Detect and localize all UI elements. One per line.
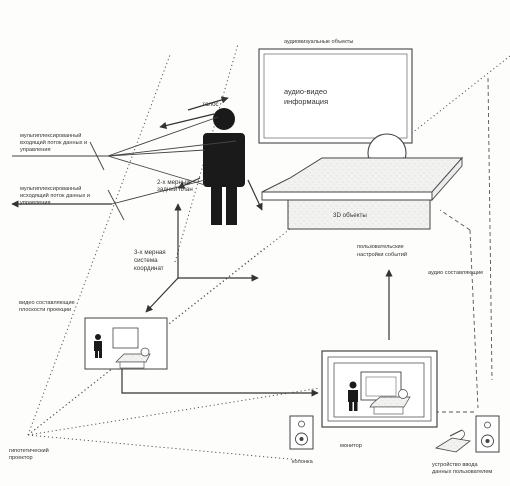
scene-thumbnail-small xyxy=(84,317,168,370)
projector-label-2: проектор xyxy=(9,455,33,461)
background-2d-label-1: 2-х мерный xyxy=(157,179,190,186)
stream-in-label-1: мультиплексированный xyxy=(20,132,81,139)
audio-components-label: аудио составляющие xyxy=(428,270,483,276)
input-device-label-2: данных пользователем xyxy=(432,469,492,475)
coord-system-label-1: 3-х мерная xyxy=(134,249,166,256)
speaker-left xyxy=(289,415,314,450)
projector-label-1: гипотетический xyxy=(9,447,49,454)
stream-out-label-3: управления xyxy=(20,200,51,206)
av-objects-label: аудиовизуальные объекты xyxy=(284,39,353,45)
user-events-label-2: настройки событий xyxy=(357,251,407,258)
av-info-label-1: аудио-видео xyxy=(284,87,327,96)
projection-lines xyxy=(27,43,510,461)
speaker-right xyxy=(475,415,500,453)
user-events-label-1: пользовательские xyxy=(357,244,404,250)
stream-out xyxy=(11,179,206,221)
input-device-label-1: устройство ввода xyxy=(432,461,479,468)
av-info-label-2: информация xyxy=(284,97,328,106)
video-components-label-1: видео составляющие xyxy=(19,300,75,306)
monitor xyxy=(321,350,438,428)
coord-system-label-3: координат xyxy=(134,265,164,272)
stream-fan xyxy=(12,116,237,186)
stream-out-label-1: мультиплексированный xyxy=(20,185,81,192)
voice-label: голос xyxy=(203,101,219,108)
stream-in-label-3: управления xyxy=(20,147,51,153)
stream-in-label-2: входящий поток данных и xyxy=(20,139,87,146)
speaker-label: колонка xyxy=(292,459,314,465)
background-2d-label-2: задний план xyxy=(157,186,193,193)
input-device-icon xyxy=(434,429,471,453)
objects-3d-label: 3D объекты xyxy=(333,212,367,219)
av-screen xyxy=(258,48,413,144)
table-3d xyxy=(261,156,464,230)
video-components-label-2: плоскости проекции xyxy=(19,307,71,313)
stream-out-label-2: исходящий поток данных и xyxy=(20,192,90,199)
coord-system-label-2: система xyxy=(134,257,158,264)
coordinate-axes xyxy=(145,203,259,313)
person-figure xyxy=(203,108,245,225)
scene-to-monitor-arrow xyxy=(121,369,319,397)
monitor-label: монитор xyxy=(340,443,362,449)
